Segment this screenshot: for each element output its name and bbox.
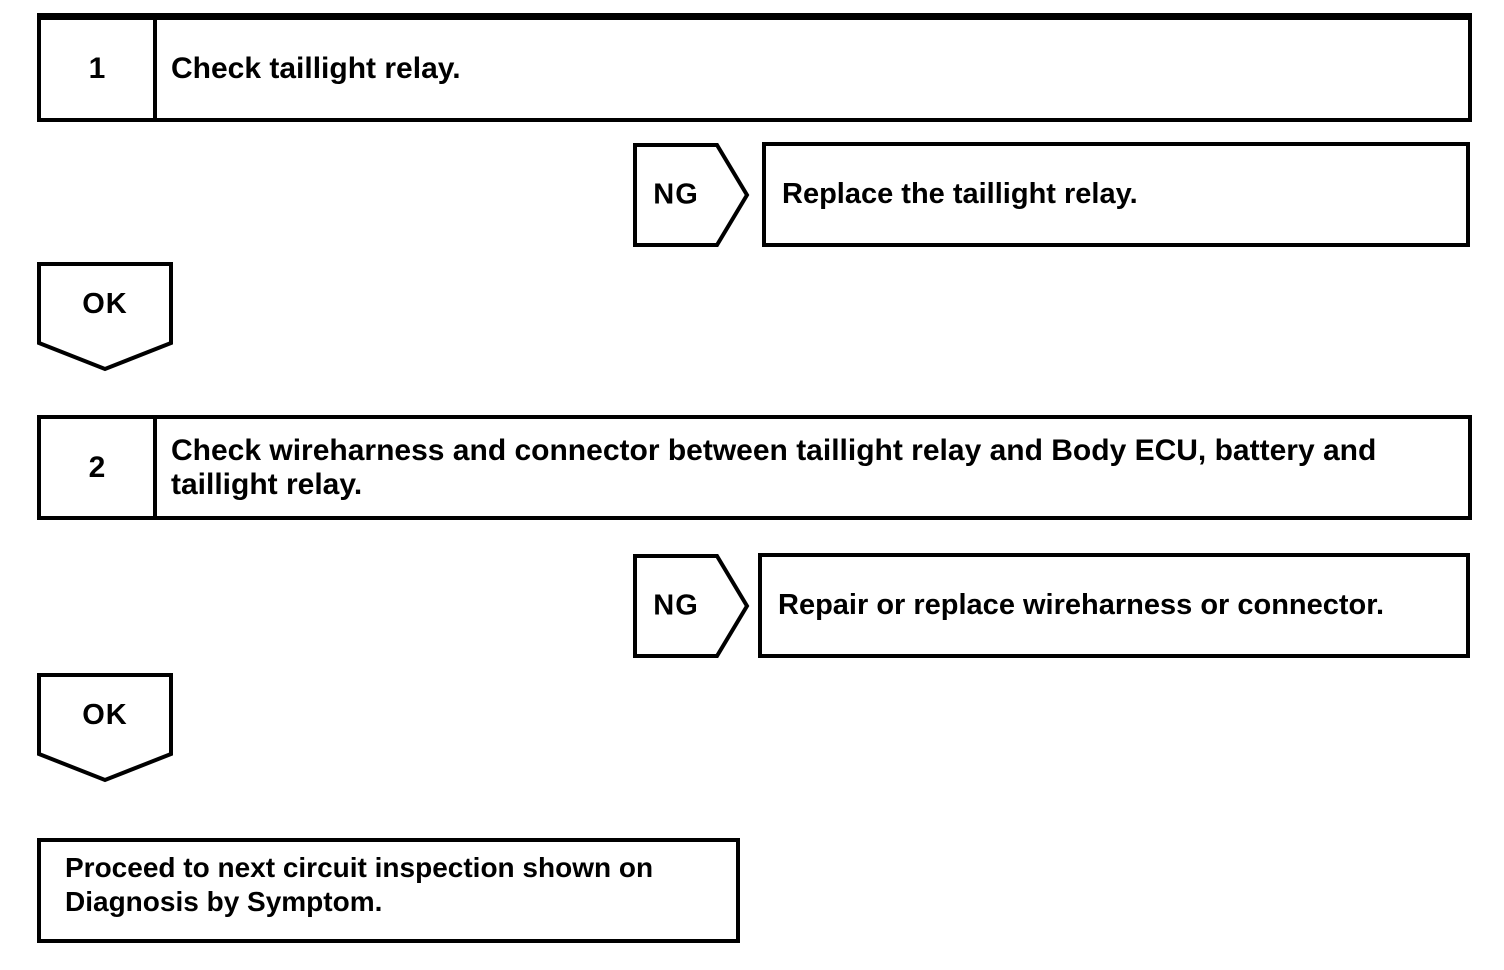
- step-2-box: 2 Check wireharness and connector betwee…: [37, 415, 1472, 520]
- ng-arrow-shape: [633, 554, 750, 658]
- step-1-box: 1 Check taillight relay.: [37, 13, 1472, 122]
- step-1-ng-result-text: Replace the taillight relay.: [782, 178, 1138, 210]
- step-2-instruction-text: Check wireharness and connector between …: [171, 433, 1377, 501]
- step-1-instruction-text: Check taillight relay.: [171, 52, 461, 85]
- terminal-box: Proceed to next circuit inspection shown…: [37, 838, 740, 943]
- step-2-ok-label: OK: [82, 699, 128, 731]
- step-1-ok-label: OK: [82, 288, 128, 320]
- step-2-number: 2: [41, 419, 157, 516]
- step-2-ng-result-box: Repair or replace wireharness or connect…: [758, 553, 1470, 658]
- ok-arrow-shape: [37, 673, 173, 783]
- step-2-ng-connector: NG: [633, 554, 750, 658]
- terminal-text-line2: Diagnosis by Symptom.: [65, 886, 383, 917]
- terminal-text-line1: Proceed to next circuit inspection shown…: [65, 852, 654, 883]
- step-1-instruction: Check taillight relay.: [157, 20, 1468, 118]
- step-2-instruction: Check wireharness and connector between …: [157, 419, 1468, 516]
- step-2-ng-label: NG: [653, 589, 699, 622]
- step-1-ok-connector: OK: [37, 262, 173, 372]
- step-1-ng-connector: NG: [633, 143, 750, 247]
- step-2-ng-result-text: Repair or replace wireharness or connect…: [778, 589, 1385, 621]
- step-1-ng-label: NG: [653, 178, 699, 211]
- step-2-ok-connector: OK: [37, 673, 173, 783]
- step-1-number: 1: [41, 20, 157, 118]
- ng-arrow-shape: [633, 143, 750, 247]
- ok-arrow-shape: [37, 262, 173, 372]
- step-1-ng-result-box: Replace the taillight relay.: [762, 142, 1470, 247]
